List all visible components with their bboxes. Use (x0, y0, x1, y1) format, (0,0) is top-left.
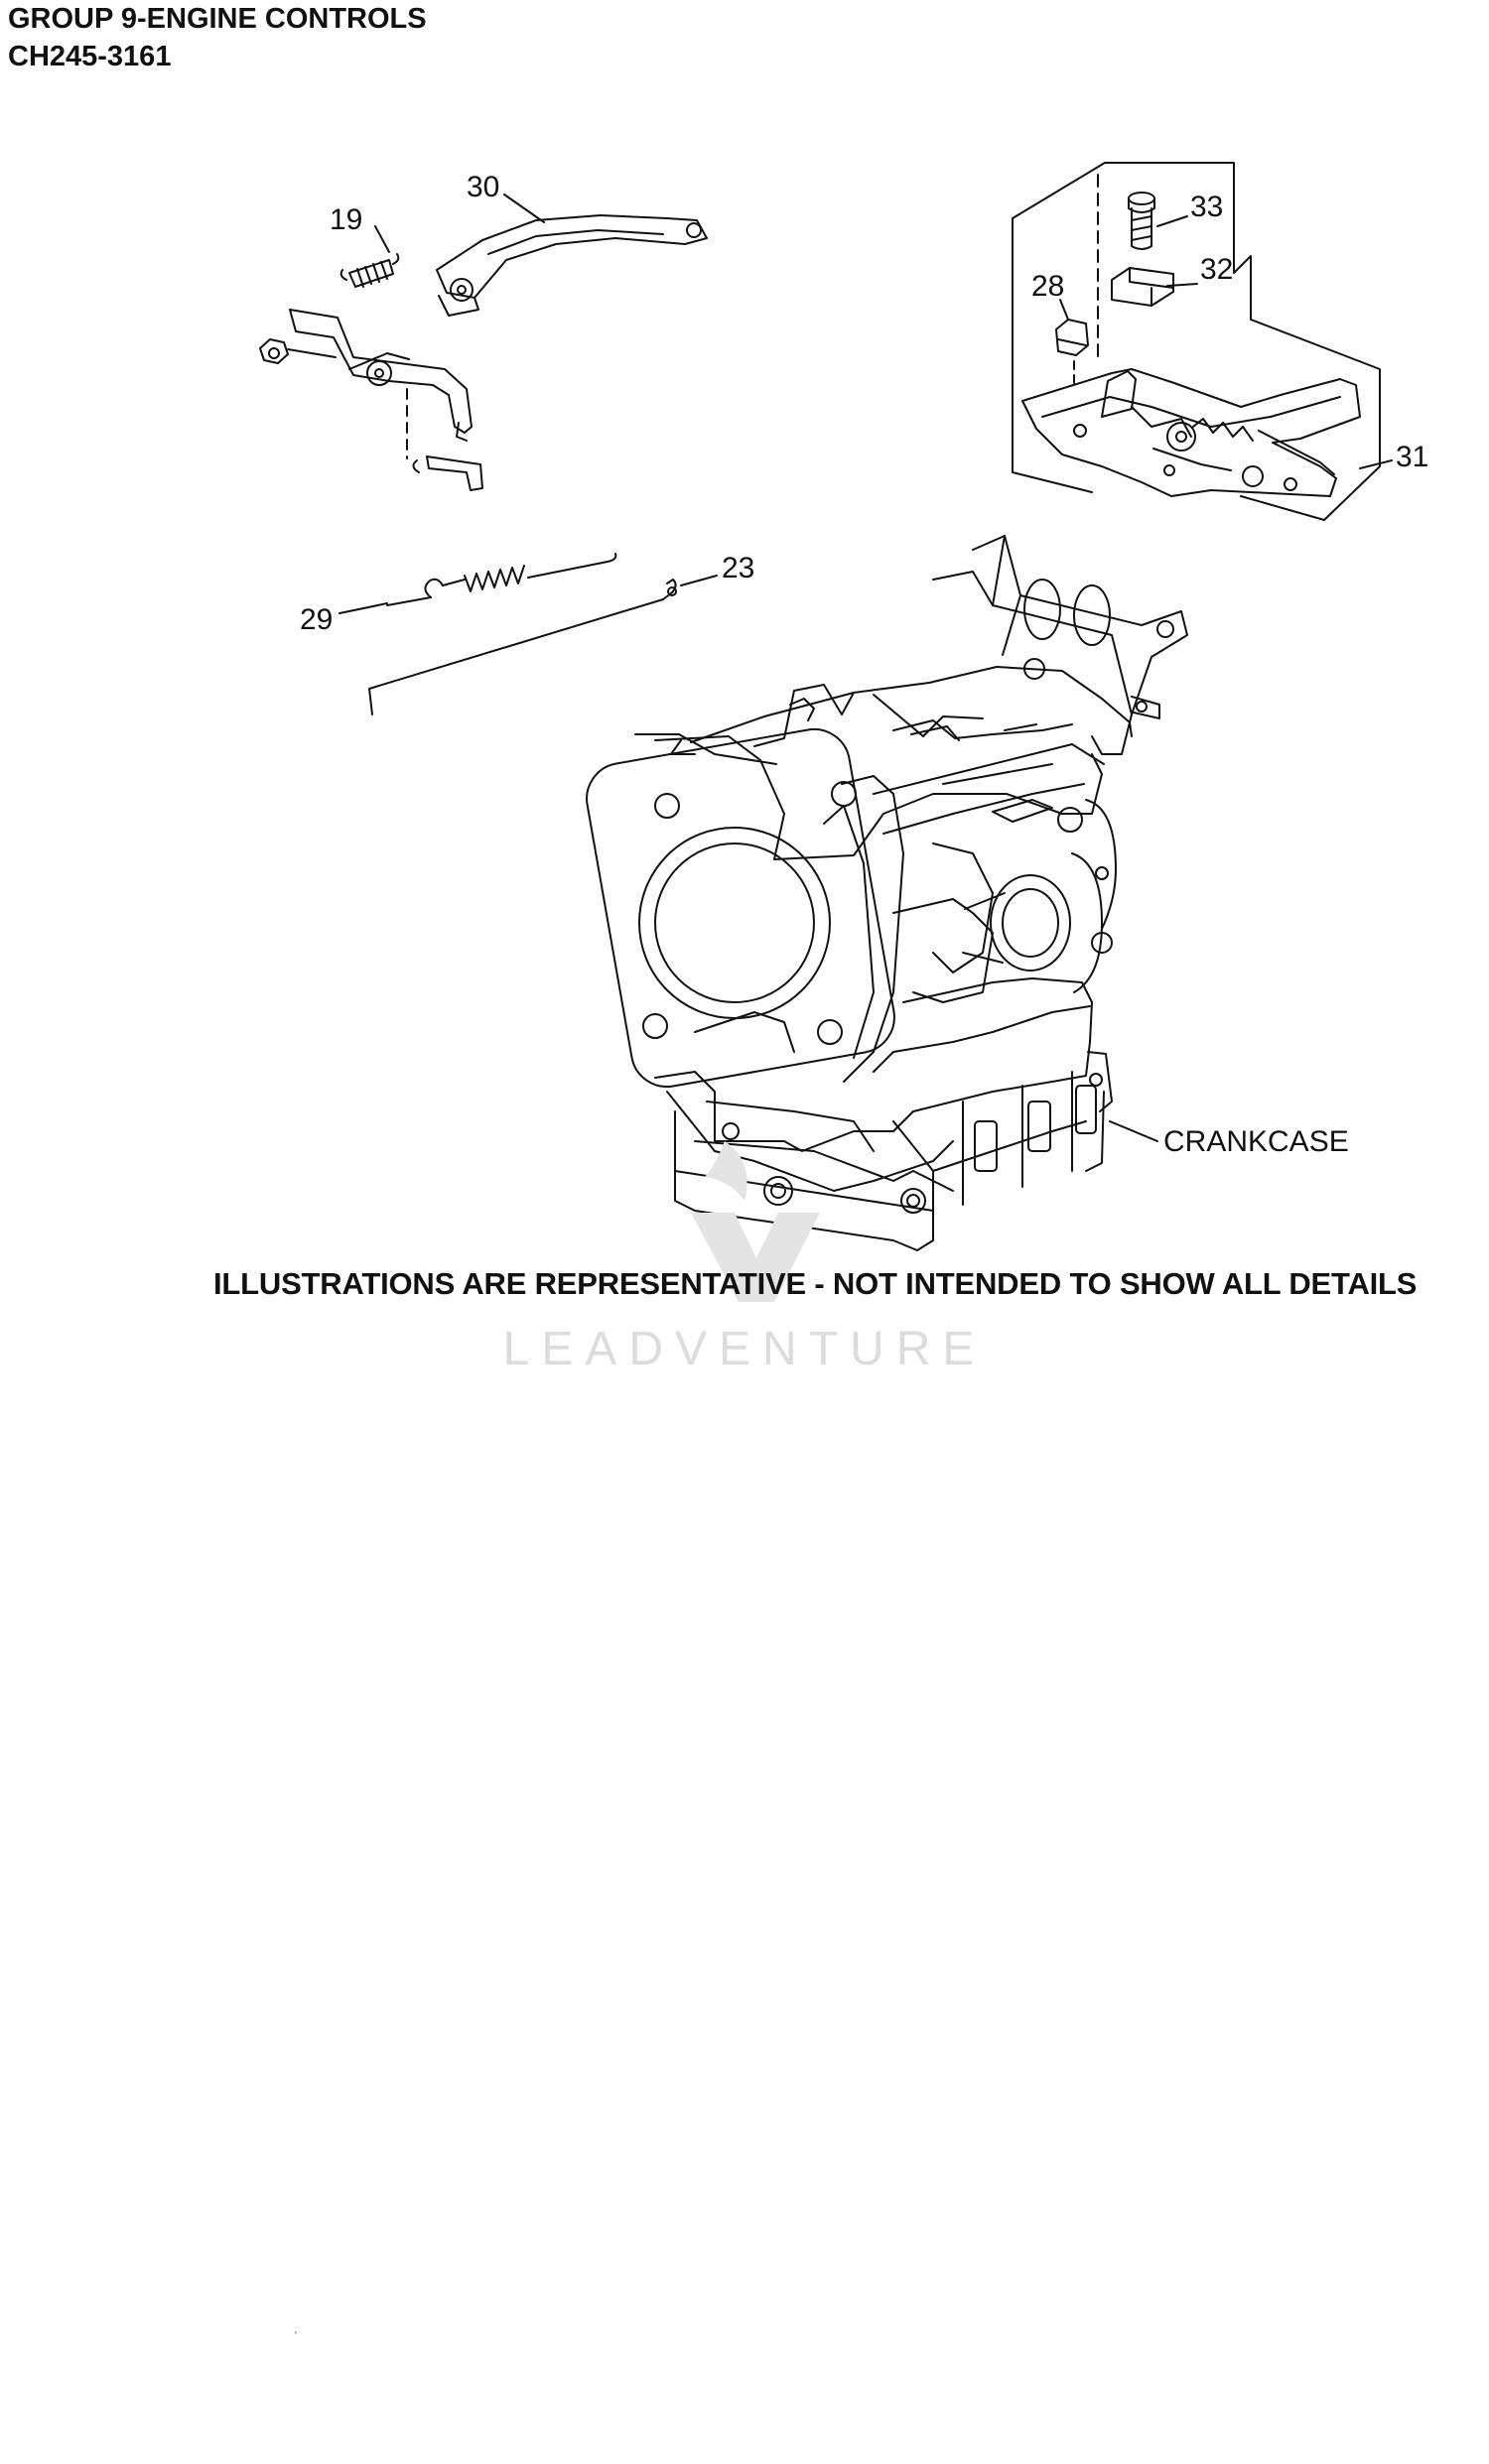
watermark-text: LEADVENTURE (502, 1323, 987, 1375)
callout-28: 28 (1031, 270, 1064, 303)
footer-mark: ¸ (294, 2320, 298, 2334)
callout-32: 32 (1200, 253, 1233, 286)
callout-33: 33 (1190, 191, 1223, 223)
engine-controls-diagram: 19 30 33 32 28 31 23 29 CRANKCASE (259, 162, 1428, 1302)
crankcase (586, 535, 1188, 1251)
callout-29: 29 (300, 603, 333, 636)
control-bracket-31 (1012, 162, 1381, 521)
nut-28 (1055, 319, 1089, 388)
model-code: CH245-3161 (8, 41, 172, 72)
clip-32 (1111, 267, 1174, 307)
throttle-lever-30 (436, 214, 708, 317)
watermark-logo (691, 1141, 820, 1302)
disclaimer-note: ILLUSTRATIONS ARE REPRESENTATIVE - NOT I… (213, 1266, 1418, 1301)
screw-33 (1128, 192, 1155, 250)
group-title: GROUP 9-ENGINE CONTROLS (8, 3, 427, 35)
callout-crankcase: CRANKCASE (1163, 1125, 1349, 1158)
throttle-link-23 (368, 579, 677, 715)
callout-30: 30 (467, 171, 499, 203)
callout-31: 31 (1396, 441, 1428, 473)
callout-19: 19 (330, 203, 362, 236)
callout-23: 23 (722, 552, 754, 584)
spring-19 (339, 253, 400, 288)
governor-spring-29 (386, 553, 617, 606)
governor-lever (259, 309, 483, 491)
page-header: GROUP 9-ENGINE CONTROLS CH245-3161 (8, 0, 427, 75)
leader-lines (338, 194, 1393, 1142)
